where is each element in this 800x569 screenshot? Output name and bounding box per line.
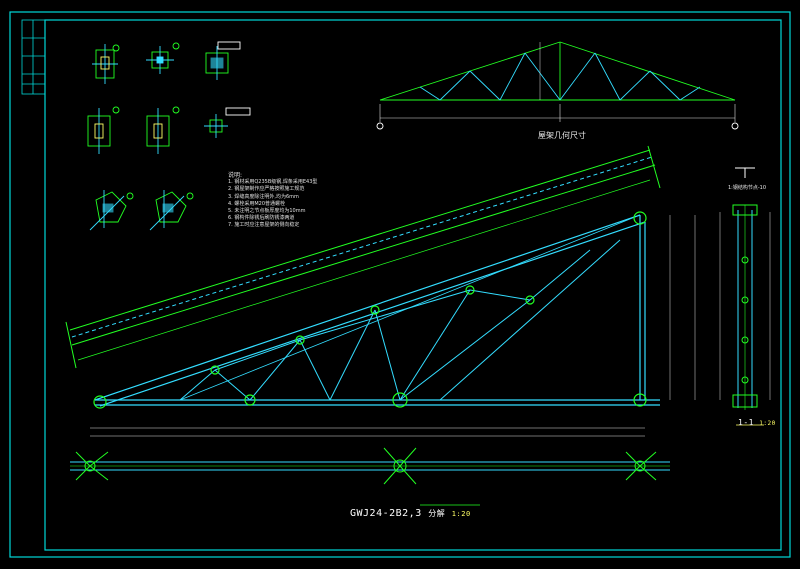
section-scale: 1:20 bbox=[759, 420, 776, 427]
section-title-text: 1-1 bbox=[738, 418, 754, 427]
section-title: 1-1 1:20 bbox=[738, 418, 776, 427]
note-line: 3. 焊缝高度除注明外,均为6mm bbox=[228, 193, 299, 200]
inner-border bbox=[44, 19, 782, 551]
support-circle-icon bbox=[731, 122, 739, 130]
plan-view-strip bbox=[70, 447, 670, 485]
main-title-suffix: 分解 bbox=[428, 509, 446, 518]
left-title-strip bbox=[21, 19, 46, 95]
main-title-scale: 1:20 bbox=[451, 510, 471, 518]
outer-border bbox=[9, 11, 791, 558]
main-title: GWJ24-2B2,3 分解 1:20 bbox=[350, 508, 471, 519]
note-line: 6. 钢构件除锈后刷防锈漆两道 bbox=[228, 215, 295, 222]
note-line: 4. 螺栓采用M20普通螺栓 bbox=[228, 200, 286, 207]
main-title-code: GWJ24-2B2,3 bbox=[350, 508, 422, 519]
note-line: 2. 钢屋架制作应严格按照施工规范 bbox=[228, 186, 305, 193]
support-circle-icon bbox=[376, 122, 384, 130]
general-notes: 说明: 1. 钢材采用Q235B级钢,焊条采用E43型 2. 钢屋架制作应严格按… bbox=[228, 172, 317, 230]
note-line: 5. 未注明之节点板厚度均为10mm bbox=[228, 207, 306, 214]
overview-caption: 屋架几何尺寸 bbox=[538, 131, 586, 140]
note-line: 7. 施工时应注意屋架的侧向稳定 bbox=[228, 222, 300, 229]
section-note: 1:钢结构节点-10 bbox=[728, 185, 767, 191]
main-truss-top-chord bbox=[65, 145, 661, 369]
note-line: 1. 钢材采用Q235B级钢,焊条采用E43型 bbox=[228, 179, 318, 186]
section-1-1 bbox=[719, 167, 771, 426]
main-truss-body bbox=[90, 211, 696, 437]
truss-overview bbox=[376, 41, 739, 130]
notes-heading: 说明: bbox=[228, 172, 243, 179]
node-details-top-left bbox=[87, 41, 251, 231]
